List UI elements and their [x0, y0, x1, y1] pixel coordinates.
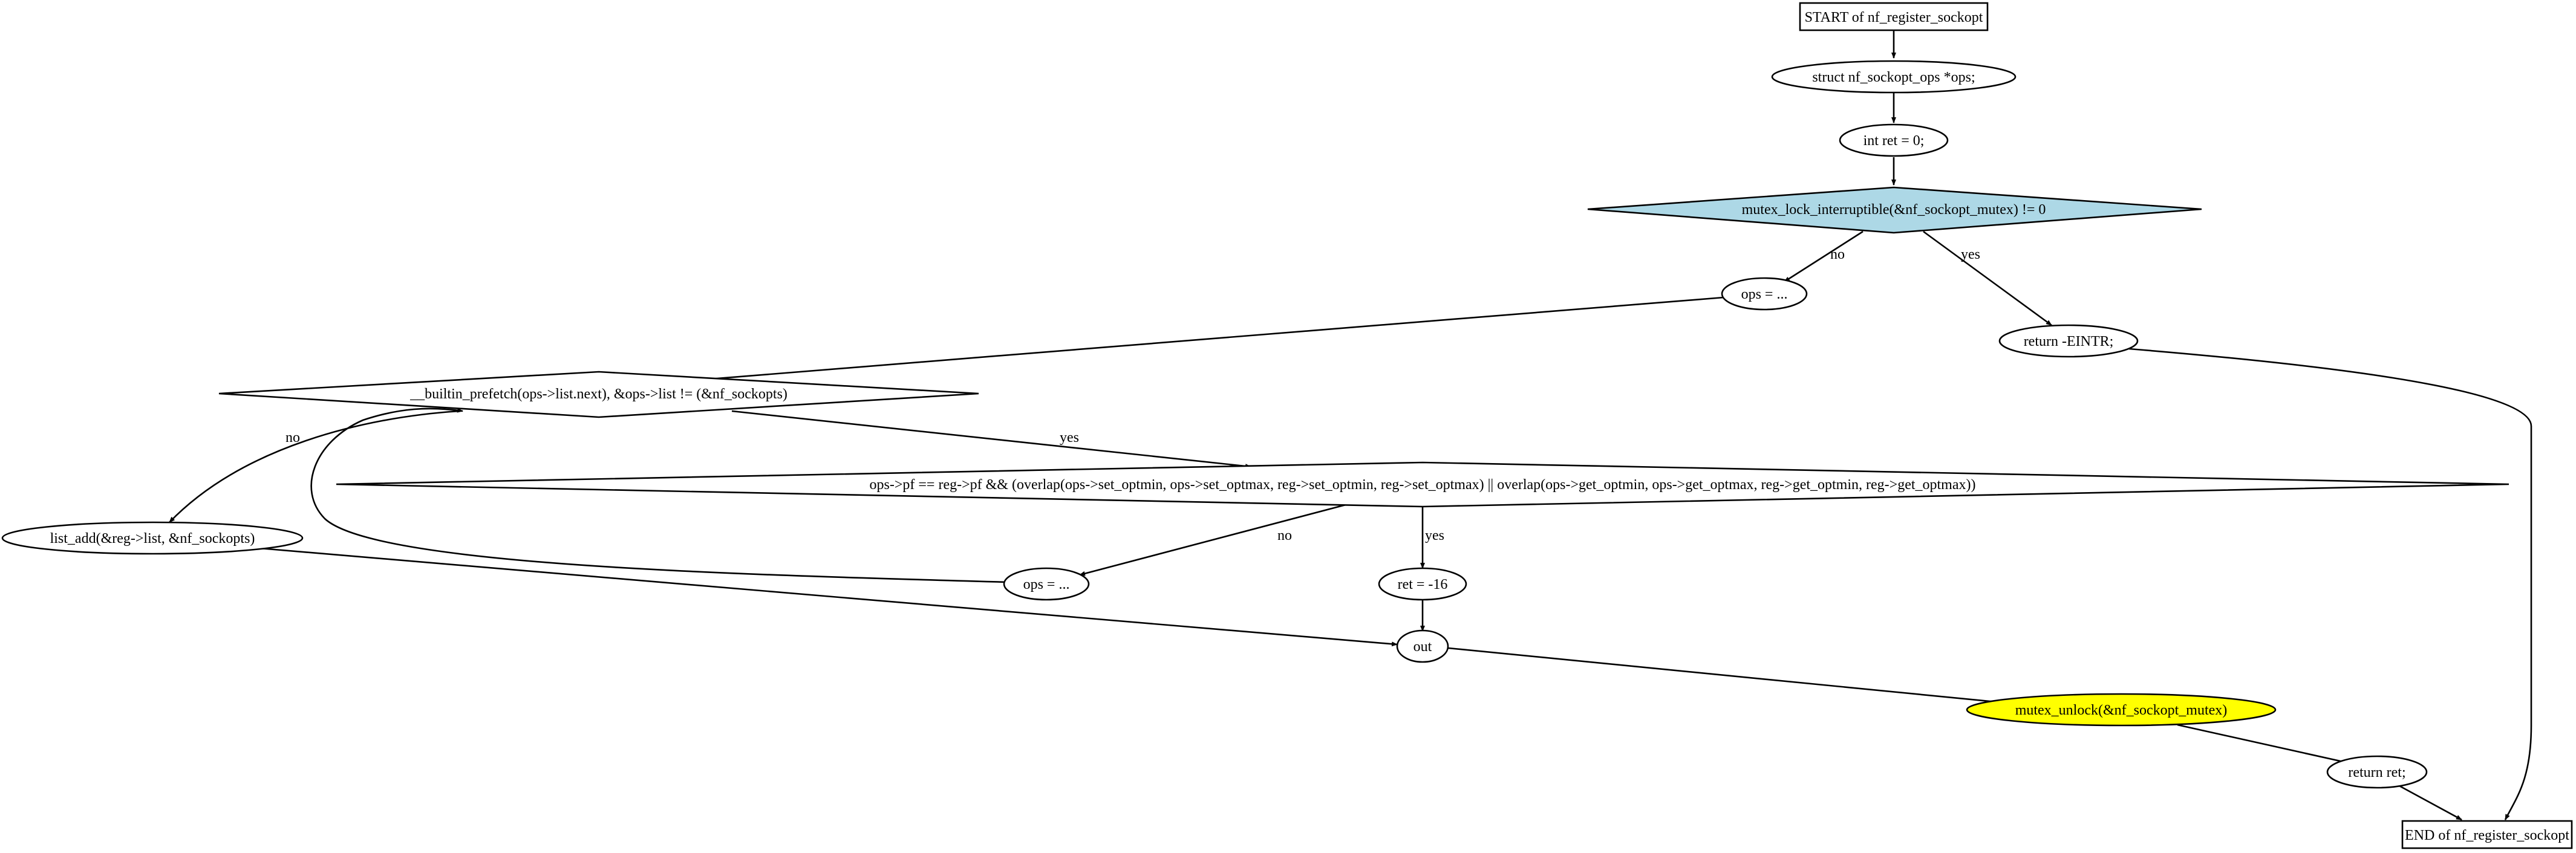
edge-label-mutex-no: no [1830, 247, 1845, 262]
overlap-cond-diamond [336, 461, 2509, 508]
return-eintr-ellipse [1998, 324, 2139, 358]
out-ellipse [1396, 629, 1449, 663]
edge-loop-cond-to-list-add [169, 410, 460, 523]
ops-assign-1-label: ops = ... [1741, 287, 1788, 302]
mutex-check-label: mutex_lock_interruptible(&nf_sockopt_mut… [1742, 202, 2046, 218]
edge-loop-cond-to-overlap-cond [731, 410, 1251, 469]
node-ops-assign-1: ops = ... [1721, 277, 1808, 311]
node-start: START of nf_register_sockopt [1799, 2, 1989, 31]
edge-label-loop-no: no [285, 430, 300, 446]
return-ret-label: return ret; [2348, 765, 2405, 780]
start-label: START of nf_register_sockopt [1805, 10, 1983, 25]
node-mutex-unlock: mutex_unlock(&nf_sockopt_mutex) [1966, 693, 2277, 727]
node-overlap-cond: ops->pf == reg->pf && (overlap(ops->set_… [336, 461, 2509, 508]
edge-label-overlap-yes: yes [1425, 528, 1444, 543]
loop-cond-label: __builtin_prefetch(ops->list.next), &ops… [409, 386, 787, 402]
end-box [2401, 820, 2573, 849]
node-ops-assign-2: ops = ... [1003, 567, 1090, 601]
out-label: out [1414, 639, 1432, 655]
list-add-ellipse [1, 521, 304, 555]
edge-label-overlap-no: no [1277, 528, 1292, 543]
node-loop-cond: __builtin_prefetch(ops->list.next), &ops… [218, 371, 979, 418]
decl-ret-label: int ret = 0; [1864, 133, 1925, 149]
ret-assign-label: ret = -16 [1398, 577, 1448, 592]
node-return-ret: return ret; [2326, 755, 2428, 789]
decl-ret-ellipse [1839, 123, 1949, 157]
decl-ops-ellipse [1771, 60, 2017, 94]
ops-assign-2-label: ops = ... [1023, 577, 1070, 592]
edge-mutex-unlock-to-return-ret [2177, 724, 2349, 764]
mutex-check-diamond [1587, 186, 2202, 234]
node-decl-ops: struct nf_sockopt_ops *ops; [1771, 60, 2017, 94]
end-label: END of nf_register_sockopt [2405, 828, 2569, 843]
node-mutex-check: mutex_lock_interruptible(&nf_sockopt_mut… [1587, 186, 2202, 234]
loop-cond-diamond [218, 371, 979, 418]
decl-ops-label: struct nf_sockopt_ops *ops; [1812, 70, 1975, 85]
edge-ops-assign-2-back-to-loop-cond [310, 407, 1009, 583]
edge-label-loop-yes: yes [1060, 430, 1079, 446]
mutex-unlock-ellipse [1966, 693, 2277, 727]
start-box [1799, 2, 1989, 31]
edges [169, 30, 2532, 821]
overlap-cond-label: ops->pf == reg->pf && (overlap(ops->set_… [870, 477, 1976, 493]
ops-assign-2-ellipse [1003, 567, 1090, 601]
ret-assign-ellipse [1378, 567, 1467, 601]
node-decl-ret: int ret = 0; [1839, 123, 1949, 157]
edge-list-add-to-out [259, 547, 1398, 647]
return-eintr-label: return -EINTR; [2024, 334, 2114, 349]
return-ret-ellipse [2326, 755, 2428, 789]
edge-overlap-cond-to-ops-assign-2 [1079, 504, 1346, 576]
node-list-add: list_add(&reg->list, &nf_sockopts) [1, 521, 304, 555]
node-out: out [1396, 629, 1449, 663]
node-return-eintr: return -EINTR; [1998, 324, 2139, 358]
edge-return-ret-to-end [2399, 785, 2462, 821]
ops-assign-1-ellipse [1721, 277, 1808, 311]
edge-return-eintr-to-end [2128, 348, 2532, 820]
node-end: END of nf_register_sockopt [2401, 820, 2573, 849]
edge-out-to-mutex-unlock [1447, 647, 2015, 706]
edge-label-mutex-yes: yes [1961, 247, 1980, 262]
edge-ops-assign-1-to-loop-cond [604, 296, 1724, 390]
edge-mutex-check-to-return-eintr [1923, 230, 2052, 326]
edge-labels: no yes no yes no yes [285, 247, 1980, 543]
node-ret-assign: ret = -16 [1378, 567, 1467, 601]
edge-mutex-check-to-ops-assign-1 [1784, 230, 1864, 283]
mutex-unlock-label: mutex_unlock(&nf_sockopt_mutex) [2015, 702, 2228, 718]
list-add-label: list_add(&reg->list, &nf_sockopts) [50, 531, 255, 547]
